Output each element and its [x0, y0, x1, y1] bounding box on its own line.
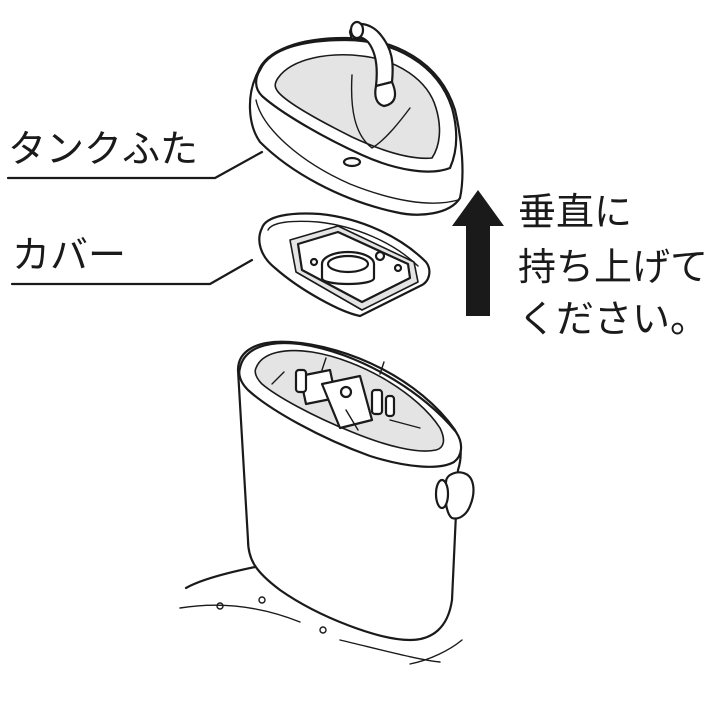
- instruction-line-2: 持ち上げて: [518, 245, 709, 289]
- tank-lid-illustration: [248, 20, 464, 216]
- tank-lid-leader-line: [6, 150, 264, 180]
- cover-label: カバー: [12, 233, 127, 277]
- leader-lines: [6, 150, 264, 286]
- up-arrow-icon: [452, 190, 504, 316]
- instruction-line-3: ください。: [518, 297, 709, 341]
- tank-lid-label: タンクふた: [8, 127, 199, 171]
- cover-illustration: [258, 212, 431, 318]
- cover-leader-line: [10, 258, 254, 286]
- instruction-line-1: 垂直に: [518, 190, 633, 234]
- tank-body-illustration: [179, 340, 475, 665]
